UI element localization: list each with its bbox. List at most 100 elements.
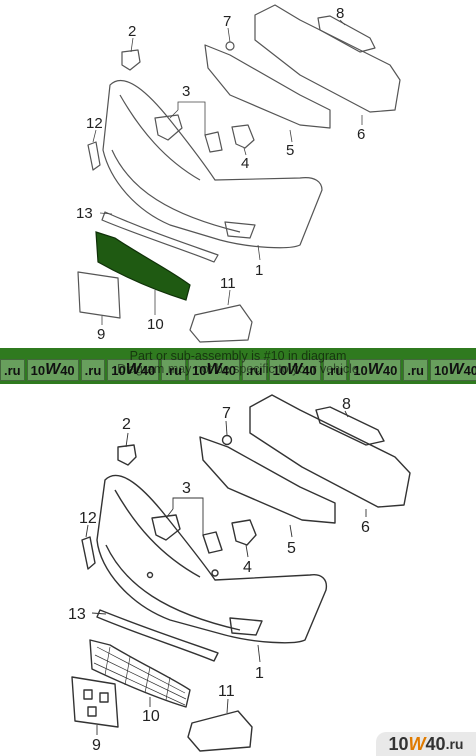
- callout-11: 11: [218, 683, 235, 700]
- bracket-left: [154, 114, 183, 141]
- bolt: [225, 41, 235, 51]
- callout-6: 6: [357, 126, 365, 143]
- license-bracket: [77, 271, 121, 319]
- bumper-cover: [96, 474, 328, 644]
- logo-suffix: 40: [425, 733, 446, 754]
- watermark-part: 40: [140, 362, 156, 378]
- callout-13: 13: [68, 606, 86, 623]
- bracket-left: [151, 514, 181, 541]
- callout-8: 8: [336, 5, 344, 22]
- callout-1: 1: [255, 262, 263, 279]
- upper-bracket: [117, 444, 137, 466]
- watermark-part: 10: [353, 362, 368, 378]
- callout-10: 10: [147, 316, 164, 333]
- callout-6: 6: [361, 519, 370, 536]
- watermark-part: 10: [111, 362, 126, 378]
- watermark-cell: .ru: [161, 359, 186, 381]
- watermark-part: 40: [221, 362, 237, 378]
- watermark-cell: .ru: [80, 359, 106, 381]
- watermark-cell: .ru: [403, 359, 428, 381]
- bottom-diagram: 2 7 8 3 12 4 5 6 13 1 11 10 9: [0, 385, 476, 756]
- notice-line-1: Part or sub-assembly is #10 in diagram: [129, 349, 347, 363]
- top-diagram: 2 7 8 3 12 4 5 6 13 1 11 10 9: [0, 0, 476, 345]
- bracket-4: [231, 519, 257, 546]
- callout-3: 3: [182, 480, 191, 497]
- watermark-cell: .ru: [242, 359, 267, 381]
- fog-lamp: [189, 304, 253, 343]
- lower-strip: [96, 609, 219, 662]
- bracket-8: [317, 15, 376, 53]
- watermark-cell: .ru: [0, 359, 25, 381]
- energy-absorber: [204, 44, 331, 129]
- watermark-part: W: [125, 361, 141, 378]
- callout-4: 4: [243, 559, 252, 576]
- callout-12: 12: [79, 510, 97, 527]
- watermark-tld: .ru: [407, 362, 424, 378]
- watermark-cell: .ru: [322, 359, 348, 381]
- side-bracket: [81, 536, 96, 570]
- fog-lamp: [187, 710, 253, 752]
- watermark-part: 10: [30, 362, 46, 378]
- callout-2: 2: [128, 23, 136, 40]
- license-bracket: [71, 676, 119, 728]
- callout-2: 2: [122, 416, 131, 433]
- banner-notice: Part or sub-assembly is #10 in diagram D…: [0, 350, 476, 376]
- upper-bracket: [121, 49, 141, 71]
- top-diagram-svg: 2 7 8 3 12 4 5 6 13 1 11 10 9: [76, 4, 401, 343]
- callout-12: 12: [86, 115, 103, 132]
- watermark-part: 10: [433, 362, 449, 378]
- watermark-part: W: [45, 361, 61, 378]
- callout-13: 13: [76, 205, 93, 222]
- bracket-right: [202, 531, 223, 554]
- bolt: [221, 434, 233, 446]
- watermark-tld: .ru: [84, 362, 102, 378]
- bottom-diagram-svg: 2 7 8 3 12 4 5 6 13 1 11 10 9: [68, 394, 411, 754]
- lower-grille-highlight: [95, 231, 191, 301]
- callout-5: 5: [286, 142, 294, 159]
- notice-line-2: Diagram may not be specific to your vehi…: [117, 362, 359, 376]
- logo-w: W: [408, 733, 426, 754]
- callout-11: 11: [220, 275, 236, 292]
- logo-tld: .ru: [445, 736, 464, 752]
- callout-3: 3: [182, 83, 190, 100]
- callout-9: 9: [92, 737, 101, 754]
- reinforcement-bar: [249, 394, 411, 508]
- callout-4: 4: [241, 155, 249, 172]
- callout-7: 7: [222, 405, 231, 422]
- callout-10: 10: [142, 708, 160, 725]
- bracket-right: [204, 131, 223, 153]
- bumper-cover: [102, 79, 323, 249]
- watermark-part: W: [287, 361, 303, 378]
- callout-7: 7: [223, 13, 231, 30]
- logo-prefix: 10: [388, 733, 409, 754]
- watermark-tld: .ru: [165, 362, 182, 378]
- watermark-part: 40: [60, 362, 75, 378]
- watermark-tld: .ru: [246, 362, 263, 378]
- lower-strip: [101, 211, 219, 263]
- callout-1: 1: [255, 665, 264, 682]
- energy-absorber: [199, 436, 336, 524]
- watermark-part: 40: [302, 362, 317, 378]
- watermark-part: 10: [191, 362, 207, 378]
- lower-grille: [89, 639, 191, 708]
- callout-9: 9: [97, 326, 105, 343]
- callout-8: 8: [342, 396, 351, 413]
- bracket-4: [231, 124, 255, 149]
- watermark-part: 40: [382, 362, 398, 378]
- watermark-tld: .ru: [326, 362, 344, 378]
- watermark-part: W: [367, 361, 383, 378]
- reinforcement-bar: [254, 4, 401, 113]
- watermark-part: 40: [463, 362, 476, 378]
- side-bracket: [87, 141, 101, 171]
- watermark-part: 10: [272, 362, 288, 378]
- watermark-part: W: [448, 361, 464, 378]
